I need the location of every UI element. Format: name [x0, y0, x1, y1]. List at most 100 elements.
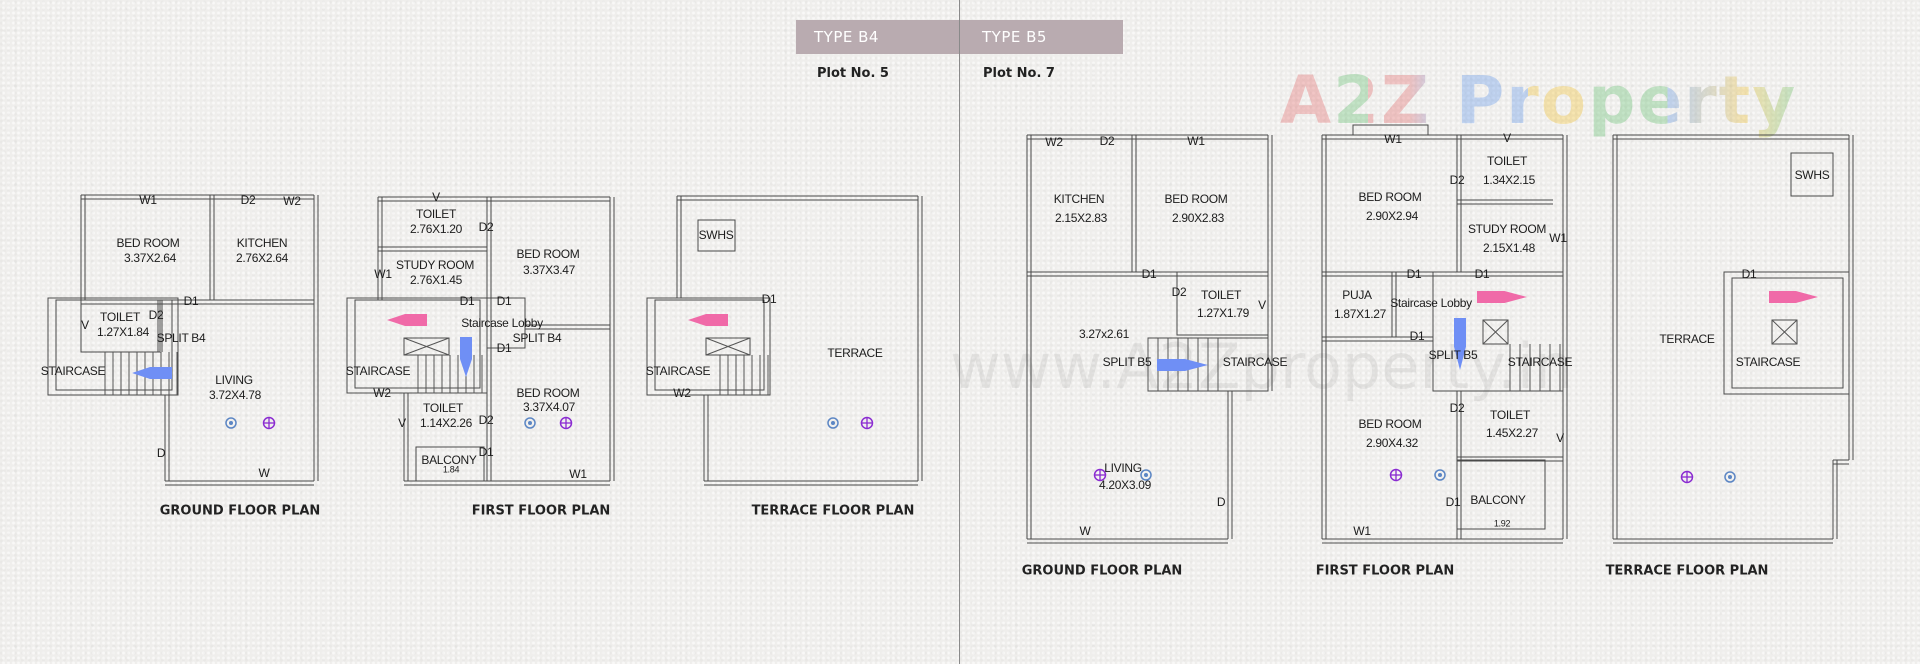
- ceiling-fan-icon: [1434, 469, 1446, 481]
- room-label: W: [258, 466, 270, 480]
- split-ac-indicator-icon: [1157, 359, 1208, 371]
- stair-void-box: [1482, 319, 1509, 345]
- room-label: D1: [1406, 267, 1422, 281]
- ceiling-fan-icon: [524, 417, 536, 429]
- room-label: 3.72X4.78: [208, 388, 262, 402]
- stair-void-cross: [705, 337, 751, 356]
- room-label: TOILET: [1487, 154, 1527, 168]
- room-label: V: [81, 318, 89, 332]
- toilet-outline: [1176, 271, 1269, 336]
- staircase-outline: [646, 297, 771, 396]
- room-label: D1: [1474, 267, 1490, 281]
- room-label: 1.92: [1493, 518, 1511, 529]
- room-label: Staircase Lobby: [461, 316, 543, 330]
- room-label: TERRACE: [827, 346, 883, 360]
- split-ac-indicator-icon: [1769, 291, 1818, 303]
- balcony-outline: [415, 446, 485, 482]
- plot-number-b4: Plot No. 5: [817, 66, 889, 81]
- b4-first-plan-title: FIRST FLOOR PLAN: [471, 503, 611, 519]
- split-ac-indicator-icon: [460, 337, 472, 377]
- room-label: 1.34X2.15: [1482, 173, 1536, 187]
- room-label: 1.27X1.79: [1196, 306, 1250, 320]
- room-label: SWHS: [698, 228, 734, 242]
- room-label: TOILET: [1490, 408, 1530, 422]
- ceiling-fan-icon: [1140, 469, 1152, 481]
- ceiling-fan-icon: [229, 421, 233, 425]
- room-label: 2.15X2.83: [1054, 211, 1108, 225]
- room-label: 1.87X1.27: [1333, 307, 1387, 321]
- ceiling-fan-icon: [225, 417, 237, 429]
- room-label: W2: [673, 386, 691, 400]
- room-label: D1: [1741, 267, 1757, 281]
- type-b5-banner: TYPE B5: [960, 20, 1123, 54]
- b5-ground-plan-title: GROUND FLOOR PLAN: [1021, 563, 1183, 579]
- room-label: BED ROOM: [1164, 192, 1228, 206]
- room-label: TOILET: [1201, 288, 1241, 302]
- room-label: D1: [1409, 329, 1425, 343]
- room-label: W: [1079, 524, 1091, 538]
- room-label: 2.76X1.20: [409, 222, 463, 236]
- room-label: 4.20X3.09: [1098, 478, 1152, 492]
- room-label: STUDY ROOM: [1467, 222, 1547, 236]
- room-label: LIVING: [215, 373, 253, 387]
- room-label: D1: [1445, 495, 1461, 509]
- room-label: LIVING: [1104, 461, 1142, 475]
- room-label: 1.84: [442, 464, 460, 475]
- room-label: 2.90X4.32: [1365, 436, 1419, 450]
- room-label: 2.90X2.83: [1171, 211, 1225, 225]
- plot-number-b5: Plot No. 7: [983, 66, 1055, 81]
- room-label: W1: [1187, 134, 1205, 148]
- room-label: BED ROOM: [516, 247, 580, 261]
- room-label: 3.27x2.61: [1078, 327, 1130, 341]
- room-label: STAIRCASE: [40, 364, 106, 378]
- room-label: W1: [139, 193, 157, 207]
- room-label: W2: [1045, 135, 1063, 149]
- room-label: BED ROOM: [116, 236, 180, 250]
- room-label: V: [432, 190, 440, 204]
- room-label: BALCONY: [421, 453, 477, 467]
- room-label: D1: [478, 445, 494, 459]
- ceiling-fan-icon: [1438, 473, 1442, 477]
- room-label: D1: [1141, 267, 1157, 281]
- watermark-logo: A2Z Property: [1280, 62, 1798, 139]
- room-label: D2: [1171, 285, 1187, 299]
- split-ac-indicator-icon: [132, 367, 172, 379]
- split-ac-indicator-icon: [387, 314, 427, 326]
- room-label: 1.14X2.26: [419, 416, 473, 430]
- room-label: Staircase Lobby: [1390, 296, 1472, 310]
- room-label: TOILET: [423, 401, 463, 415]
- room-label: V: [1503, 131, 1511, 145]
- staircase-outline: [654, 299, 765, 391]
- room-label: STUDY ROOM: [395, 258, 475, 272]
- ceiling-fan-icon: [1144, 473, 1148, 477]
- b4-ground-plan-title: GROUND FLOOR PLAN: [159, 503, 321, 519]
- room-label: D2: [1099, 134, 1115, 148]
- room-label: 2.76X1.45: [409, 273, 463, 287]
- stair-void-cross: [403, 337, 450, 356]
- room-label: SPLIT B5: [1102, 355, 1152, 369]
- room-label: 2.15X1.48: [1482, 241, 1536, 255]
- room-label: W1: [1353, 524, 1371, 538]
- room-label: 1.45X2.27: [1485, 426, 1539, 440]
- room-label: TOILET: [100, 310, 140, 324]
- ceiling-fan-icon: [528, 421, 532, 425]
- room-label: D2: [478, 413, 494, 427]
- room-label: W1: [374, 267, 392, 281]
- room-label: 1.27X1.84: [96, 325, 150, 339]
- room-label: W2: [373, 386, 391, 400]
- split-ac-indicator-icon: [1477, 291, 1527, 303]
- room-label: D2: [1449, 173, 1465, 187]
- lobby-outline: [486, 297, 526, 349]
- room-label: D2: [478, 220, 494, 234]
- room-label: V: [1258, 298, 1266, 312]
- room-label: D2: [240, 193, 256, 207]
- room-label: 2.76X2.64: [235, 251, 289, 265]
- room-label: D1: [183, 294, 199, 308]
- split-ac-indicator-icon: [1454, 318, 1466, 370]
- room-label: D: [156, 446, 166, 460]
- room-label: 3.37X2.64: [123, 251, 177, 265]
- room-label: SPLIT B5: [1428, 348, 1478, 362]
- stair-void-box: [1771, 319, 1798, 345]
- room-label: STAIRCASE: [645, 364, 711, 378]
- split-ac-indicator-icon: [688, 314, 728, 326]
